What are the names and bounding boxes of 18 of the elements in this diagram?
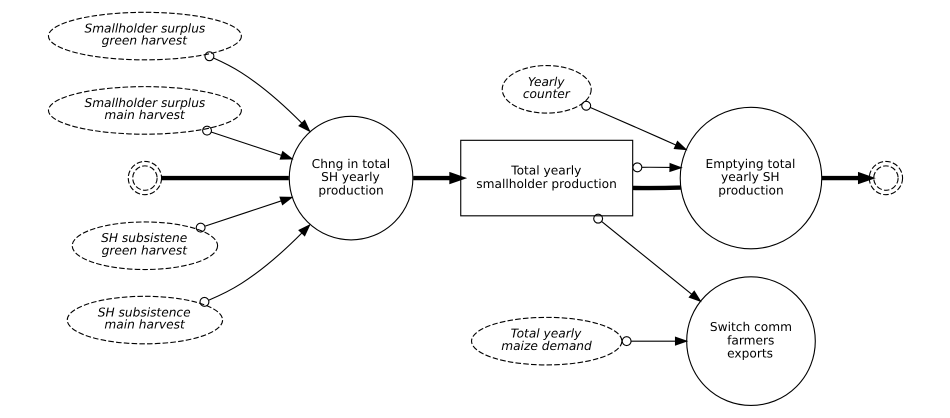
node-ellipse: Total yearly maize demand [470,316,622,366]
node-box: Total yearly smallholder production [460,140,633,216]
arrow [198,224,310,307]
node-cloud [868,160,903,196]
connector [161,176,288,180]
arrow [195,196,293,233]
arrow [580,100,688,150]
arrow [592,214,702,302]
node-cloud [127,160,162,196]
arrow [621,336,688,346]
connector [632,185,680,190]
node-circle: Chng in total SH yearly production [288,116,413,240]
arrow [632,162,682,172]
arrow [204,51,310,132]
node-circle: Emptying total yearly SH production [679,106,822,250]
arrow [821,172,876,184]
arrow [202,126,294,160]
arrow [412,172,467,184]
